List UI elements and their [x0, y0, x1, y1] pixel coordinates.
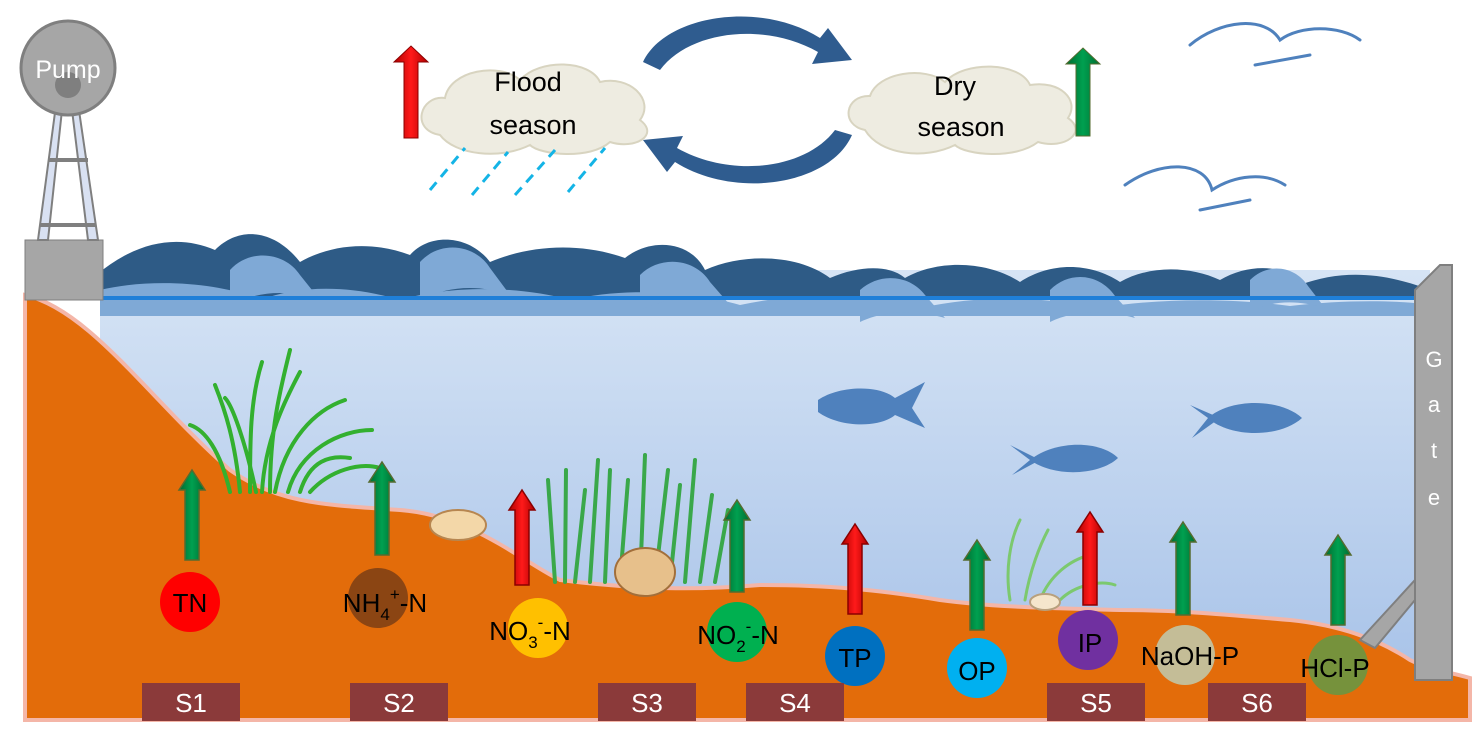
- site-box: [1208, 683, 1306, 721]
- indicator-marker: [707, 602, 767, 662]
- indicator-label: NO2--N: [697, 617, 779, 656]
- rain-icon: [428, 147, 607, 196]
- indicator-marker: [947, 638, 1007, 698]
- site-box: [1047, 683, 1145, 721]
- indicator-marker: [1058, 610, 1118, 670]
- dry-season-arrow-icon: [1064, 47, 1102, 137]
- indicator-no3-n: NO3--N: [489, 488, 571, 658]
- trend-up-arrow-icon: [1323, 533, 1353, 626]
- indicator-naoh-p: NaOH-P: [1141, 520, 1239, 685]
- indicator-label: NH4+-N: [343, 585, 427, 624]
- pump-tower: [19, 19, 117, 301]
- trend-up-arrow-icon: [507, 488, 537, 586]
- flood-season-arrow-icon: [392, 45, 430, 139]
- trend-up-arrow-icon: [1075, 510, 1105, 606]
- shell-icon: [429, 509, 1061, 611]
- pump-icon: [19, 19, 117, 117]
- indicator-label: HCl-P: [1300, 653, 1369, 683]
- site-box: [142, 683, 240, 721]
- trend-up-arrow-icon: [840, 522, 870, 615]
- indicator-tp: TP: [825, 522, 885, 686]
- site-box: [598, 683, 696, 721]
- site-s1: S1: [142, 683, 240, 721]
- indicator-label: TN: [173, 588, 208, 618]
- flood-season-label-line1: Flood: [494, 67, 562, 97]
- site-label: S1: [175, 688, 207, 718]
- site-s2: S2: [350, 683, 448, 721]
- gate-letter: e: [1428, 485, 1440, 510]
- gate-letter: a: [1428, 392, 1441, 417]
- trend-up-arrow-icon: [1168, 520, 1198, 616]
- site-s5: S5: [1047, 683, 1145, 721]
- indicator-marker: [160, 572, 220, 632]
- indicator-hcl-p: HCl-P: [1300, 533, 1370, 695]
- pump-label: Pump: [35, 56, 100, 84]
- indicator-label: NO3--N: [489, 613, 571, 652]
- nutrient-indicators: TN NH4+-N NO3--N NO2--N TP OP IP NaOH-P HCl-P: [160, 460, 1370, 698]
- indicator-label: OP: [958, 656, 996, 686]
- site-label: S4: [779, 688, 811, 718]
- indicator-op: OP: [947, 538, 1007, 698]
- indicator-marker: [348, 568, 408, 628]
- waves: [100, 234, 1425, 322]
- trend-up-arrow-icon: [367, 460, 397, 556]
- site-s3: S3: [598, 683, 696, 721]
- bird-icon: [1123, 22, 1362, 212]
- gate-label: G a t e: [1425, 347, 1442, 510]
- indicator-marker: [1155, 625, 1215, 685]
- dry-season-label-line2: season: [917, 112, 1004, 142]
- flood-season-label-line2: season: [489, 110, 576, 140]
- site-label: S6: [1241, 688, 1273, 718]
- site-label: S2: [383, 688, 415, 718]
- gate-letter: G: [1425, 347, 1442, 372]
- trend-up-arrow-icon: [722, 498, 752, 593]
- site-box: [746, 683, 844, 721]
- trend-up-arrow-icon: [177, 468, 207, 561]
- cloud-icon: [420, 63, 1077, 155]
- indicator-label: IP: [1078, 628, 1103, 658]
- sampling-sites: S1 S2 S3 S4 S5 S6: [142, 683, 1306, 721]
- indicator-label: NaOH-P: [1141, 641, 1239, 671]
- trend-up-arrow-icon: [962, 538, 992, 631]
- dry-season-label-line1: Dry: [934, 71, 976, 101]
- site-label: S5: [1080, 688, 1112, 718]
- indicator-no2-n: NO2--N: [697, 498, 779, 662]
- indicator-marker: [508, 598, 568, 658]
- indicator-tn: TN: [160, 468, 220, 632]
- seagrass-icon: [188, 348, 382, 494]
- indicator-marker: [825, 626, 885, 686]
- indicator-label: TP: [838, 643, 871, 673]
- gate-letter: t: [1431, 438, 1437, 463]
- site-s6: S6: [1208, 683, 1306, 721]
- site-s4: S4: [746, 683, 844, 721]
- gate: [1358, 264, 1453, 681]
- fish-icon: [818, 382, 1302, 475]
- indicator-nh4-n: NH4+-N: [343, 460, 427, 628]
- season-cycle-arrows: [643, 16, 852, 184]
- site-box: [350, 683, 448, 721]
- site-label: S3: [631, 688, 663, 718]
- indicator-marker: [1308, 635, 1368, 695]
- indicator-ip: IP: [1058, 510, 1118, 670]
